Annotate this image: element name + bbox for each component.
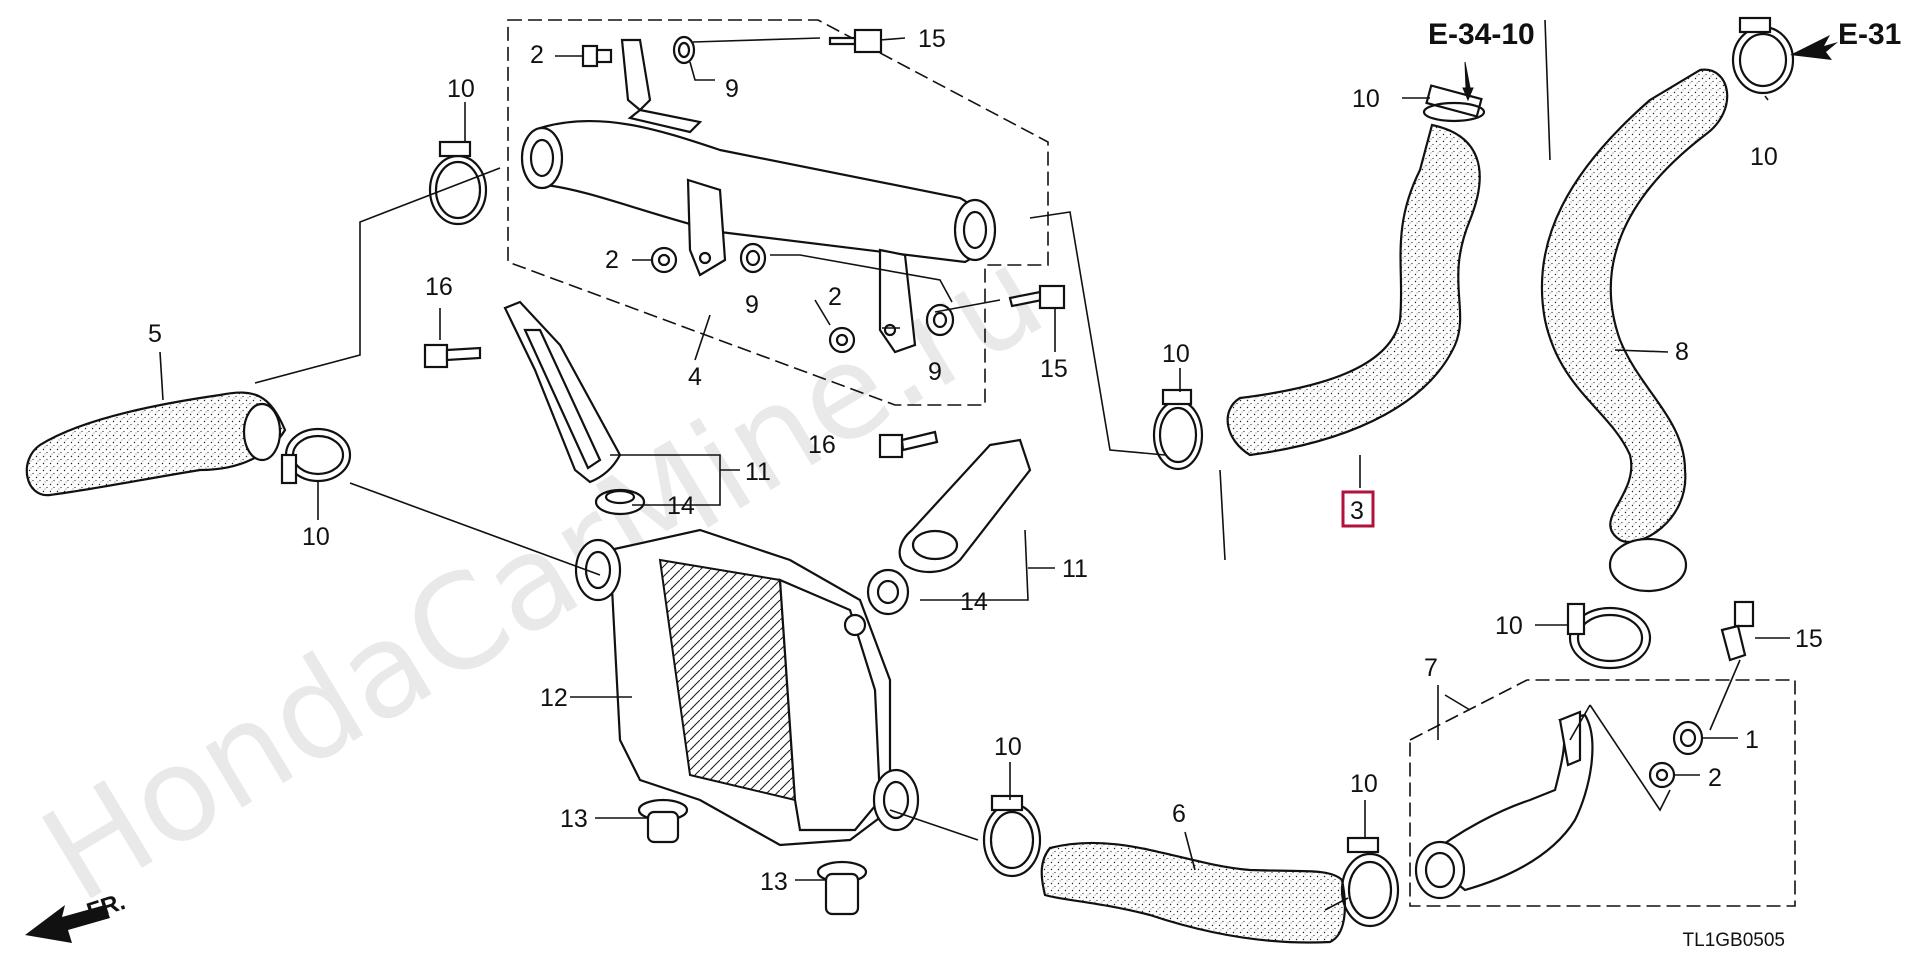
grommet-9-c xyxy=(925,303,955,337)
clamp-10-f xyxy=(1566,602,1652,670)
front-direction-arrow-icon xyxy=(25,905,110,943)
bolt-15-a xyxy=(828,28,883,54)
hose-5-end xyxy=(242,402,282,462)
bolt-2-c xyxy=(828,326,856,354)
arrow-e31 xyxy=(1790,35,1838,60)
bolt-2-b xyxy=(650,246,678,274)
clamp-10-a xyxy=(428,140,488,226)
ref-code-e31: E-31 xyxy=(1838,18,1901,51)
leader-lines xyxy=(159,19,1790,911)
highlight-box-part-3 xyxy=(1341,490,1375,528)
callout-16: 16 xyxy=(808,431,836,459)
bolt-16-a xyxy=(423,343,482,369)
callout-8: 8 xyxy=(1675,338,1689,366)
bolt-2-d xyxy=(1648,761,1676,789)
callout-15: 15 xyxy=(1795,625,1823,653)
duct-part-7 xyxy=(1414,710,1594,900)
callout-10: 10 xyxy=(1495,612,1523,640)
callout-2: 2 xyxy=(828,283,842,311)
clamp-10-e xyxy=(1731,16,1795,95)
callout-9: 9 xyxy=(745,291,759,319)
hose-part-8 xyxy=(1540,68,1729,543)
clamp-10-h xyxy=(1340,836,1400,928)
hose-part-3 xyxy=(1226,123,1481,457)
group-4-outline xyxy=(507,19,1049,406)
clamp-10-c xyxy=(1152,388,1204,471)
clamp-10-b xyxy=(280,427,352,485)
arrow-e3410 xyxy=(1462,61,1474,102)
bolt-16-b xyxy=(878,430,939,459)
mount-part-13-b xyxy=(816,860,868,916)
diagram-code: TL1GB0505 xyxy=(1683,930,1785,951)
callout-14: 14 xyxy=(960,588,988,616)
grommet-part-1 xyxy=(1672,720,1704,756)
grommet-part-14-a xyxy=(594,488,646,516)
callout-11: 11 xyxy=(1062,555,1088,583)
callout-13: 13 xyxy=(560,805,588,833)
bolt-15-c xyxy=(1720,600,1755,662)
callout-2: 2 xyxy=(530,41,544,69)
callout-14: 14 xyxy=(667,492,695,520)
callout-16: 16 xyxy=(425,273,453,301)
callout-4: 4 xyxy=(688,363,702,391)
ref-code-e3410: E-34-10 xyxy=(1428,18,1535,51)
callout-6: 6 xyxy=(1172,800,1186,828)
intake-pipe-part-4 xyxy=(520,38,997,354)
bolt-15-b xyxy=(1008,284,1066,310)
callout-12: 12 xyxy=(540,684,568,712)
grommet-9-b xyxy=(739,242,767,274)
callout-10: 10 xyxy=(1162,340,1190,368)
callout-10: 10 xyxy=(994,733,1022,761)
callout-9: 9 xyxy=(928,358,942,386)
callout-1: 1 xyxy=(1745,726,1759,754)
grommet-9-a xyxy=(672,35,696,65)
clamp-10-d xyxy=(1422,84,1486,123)
callout-10: 10 xyxy=(447,75,475,103)
callout-3: 3 xyxy=(1350,497,1364,525)
callout-5: 5 xyxy=(148,320,162,348)
mount-part-13-a xyxy=(637,798,689,844)
grommet-part-14-b xyxy=(866,568,910,616)
callout-9: 9 xyxy=(725,75,739,103)
callout-15: 15 xyxy=(1040,355,1068,383)
callout-13: 13 xyxy=(760,868,788,896)
intercooler-part-12 xyxy=(574,528,920,847)
hose-8-end xyxy=(1608,537,1688,593)
callout-10: 10 xyxy=(302,523,330,551)
callout-2: 2 xyxy=(1708,764,1722,792)
callout-10: 10 xyxy=(1750,143,1778,171)
callout-15: 15 xyxy=(918,25,946,53)
callout-10: 10 xyxy=(1352,85,1380,113)
clamp-10-g xyxy=(982,794,1042,878)
bolt-2-a xyxy=(581,44,613,68)
callout-10: 10 xyxy=(1350,770,1378,798)
hose-part-6 xyxy=(1040,841,1346,944)
callout-11: 11 xyxy=(745,458,771,486)
group-7-outline xyxy=(1409,679,1796,907)
callouts: 1 2 2 2 2 3 4 5 6 7 8 9 9 9 10 10 10 10 … xyxy=(148,25,1823,896)
callout-7: 7 xyxy=(1424,654,1438,682)
callout-2: 2 xyxy=(605,246,619,274)
